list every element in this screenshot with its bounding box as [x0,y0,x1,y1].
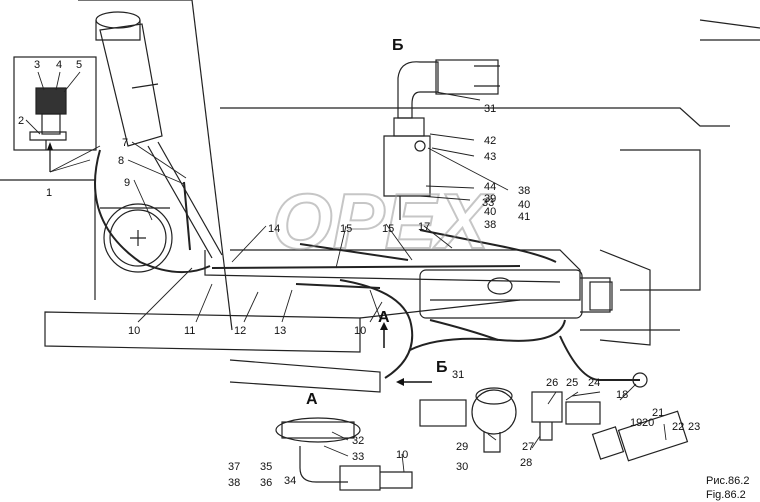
callout-5: 5 [76,59,82,71]
callout-15-b: 15 [382,223,394,235]
sensor-26 [531,391,601,441]
callout-26: 26 [546,377,558,389]
callout-31-low: 31 [452,369,464,381]
callout-40-a: 40 [484,206,496,218]
fuel-tank [100,203,173,273]
callout-12: 12 [234,325,246,337]
callout-22: 22 [672,421,684,433]
callout-23: 23 [688,421,700,433]
callout-11: 11 [184,325,195,337]
fitting-view-a [275,417,413,491]
callout-33-low: 33 [352,451,364,463]
fitting-29 [419,387,517,453]
callout-18: 18 [616,389,628,401]
inset-detail-box [13,56,97,151]
callout-34: 34 [284,475,296,487]
view-a-title: А [306,391,318,408]
gas-strut [95,11,223,259]
callout-30: 30 [456,461,468,473]
callout-19: 19 [630,417,642,429]
callout-20: 20 [642,417,654,429]
callout-13: 13 [274,325,286,337]
callout-41: 41 [518,211,530,223]
watermark: OPEX [272,177,493,265]
view-a-arrow-label: А [378,309,390,326]
callout-38-low: 38 [228,477,240,489]
callout-10-mid: 10 [354,325,366,337]
caption-en: Fig.86.2 [706,489,746,501]
callout-2: 2 [18,115,24,127]
callout-10-left: 10 [128,325,140,337]
callout-labels: 1 2 3 4 5 7 8 9 10 11 12 13 10 10 14 15 … [18,59,700,489]
callout-39: 39 [484,193,496,205]
callout-17: 17 [418,221,430,233]
caption-ru: Рис.86.2 [706,475,749,487]
callout-32: 32 [352,435,364,447]
callout-31-top: 31 [484,103,496,115]
callout-15-a: 15 [340,223,352,235]
callout-21: 21 [652,407,664,419]
view-markers: Б А Б А [47,37,448,408]
callout-44: 44 [484,181,496,193]
callout-37: 37 [228,461,240,473]
callout-4: 4 [56,59,62,71]
leader-lines [25,71,667,473]
callout-24: 24 [588,377,600,389]
callout-29: 29 [456,441,468,453]
view-b-title: Б [392,37,404,54]
callout-43: 43 [484,151,496,163]
callout-25: 25 [566,377,578,389]
callout-40-b: 40 [518,199,530,211]
callout-42: 42 [484,135,496,147]
callout-10-low: 10 [396,449,408,461]
callout-7: 7 [122,137,128,149]
fitting-view-b [383,59,500,220]
callout-28: 28 [520,457,532,469]
callout-27: 27 [522,441,534,453]
callout-14: 14 [268,223,280,235]
callout-38-mid: 38 [484,219,496,231]
callout-3: 3 [34,59,40,71]
callout-9: 9 [124,177,130,189]
tank-right [419,269,613,319]
callout-8: 8 [118,155,124,167]
chassis-frame [0,0,760,393]
callout-1: 1 [46,187,52,199]
callout-38-right: 38 [518,185,530,197]
connector-19 [591,372,689,462]
callout-35: 35 [260,461,272,473]
view-b-arrow-label: Б [436,359,448,376]
callout-36: 36 [260,477,272,489]
callout-33-top: 33 [482,197,494,209]
